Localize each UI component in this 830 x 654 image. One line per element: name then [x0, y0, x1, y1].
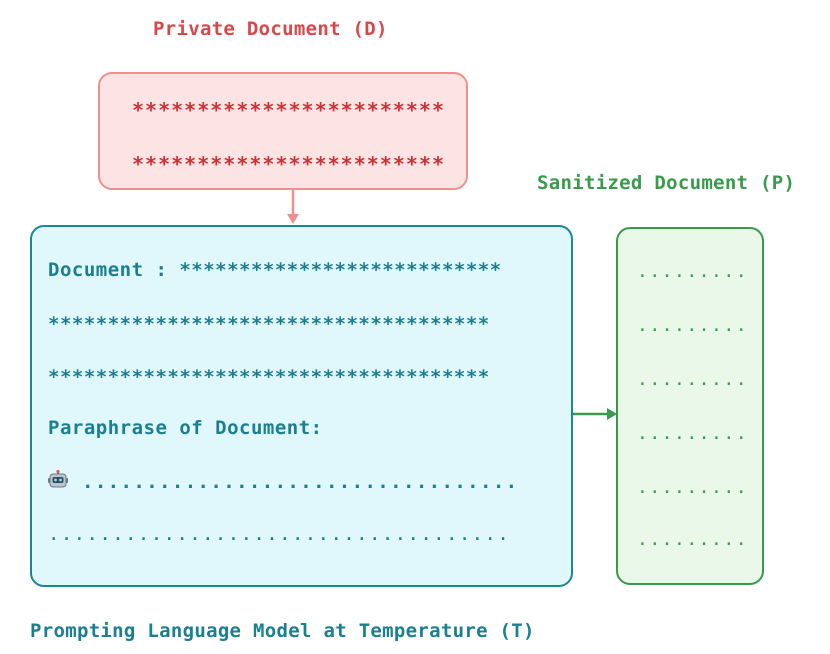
sanitized-document-title: Sanitized Document (P)	[537, 172, 796, 194]
private-line-1: ************************	[132, 98, 445, 122]
private-line-2: ************************	[132, 152, 445, 176]
arrow-private-to-prompt	[287, 190, 299, 224]
prompt-box: Document : *************************** *…	[30, 225, 573, 587]
sanitized-document-box: ......... ......... ......... ......... …	[616, 227, 764, 585]
private-document-title: Private Document (D)	[153, 18, 388, 40]
sanitized-line-4: .........	[637, 423, 749, 444]
document-line: Document : ***************************	[48, 259, 502, 281]
sanitized-line-5: .........	[637, 477, 749, 498]
sanitized-line-3: .........	[637, 369, 749, 390]
paraphrase-output-line-1: ..................................	[48, 469, 519, 495]
sanitized-line-6: .........	[637, 529, 749, 550]
star-line-1: *************************************	[48, 313, 490, 335]
sanitized-line-2: .........	[637, 315, 749, 336]
diagram-caption: Prompting Language Model at Temperature …	[30, 620, 535, 642]
paraphrase-output-line-2: ....................................	[48, 523, 511, 545]
robot-icon	[48, 469, 68, 495]
star-line-2: *************************************	[48, 366, 490, 388]
private-document-box: ************************ ***************…	[98, 72, 468, 190]
paraphrase-dots-1: ..................................	[82, 471, 519, 493]
sanitized-line-1: .........	[637, 261, 749, 282]
arrow-prompt-to-sanitized	[573, 408, 617, 420]
paraphrase-label: Paraphrase of Document:	[48, 417, 323, 439]
